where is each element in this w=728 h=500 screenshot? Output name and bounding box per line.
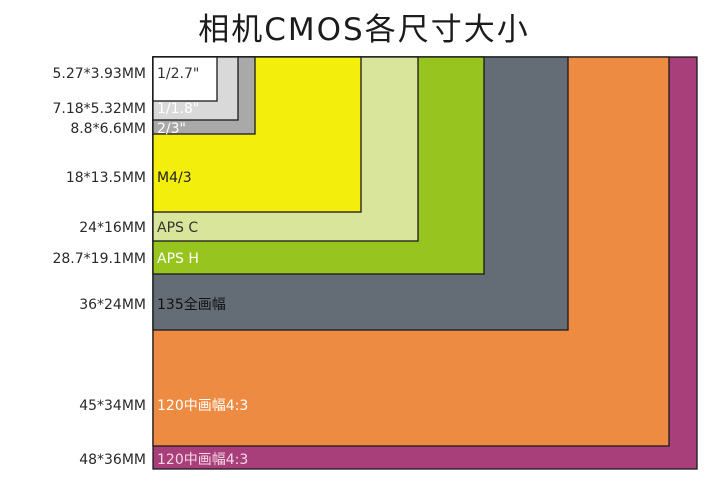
sensor-size-label: 8.8*6.6MM [70, 121, 146, 137]
sensor-size-label: 28.7*19.1MM [52, 251, 146, 267]
diagram-title: 相机CMOS各尺寸大小 [198, 12, 530, 48]
sensor-format-label: APS C [157, 220, 198, 236]
sensor-format-label: 135全画幅 [157, 296, 226, 313]
sensor-size-label: 24*16MM [79, 220, 146, 236]
sensor-format-label: 120中画幅4:3 [157, 398, 248, 414]
sensor-format-label: APS H [157, 251, 199, 267]
sensor-format-label: 1/1.8" [157, 101, 199, 117]
sensor-size-label: 5.27*3.93MM [52, 66, 146, 82]
sensor-format-label: 120中画幅4:3 [157, 452, 248, 468]
sensor-size-label: 45*34MM [79, 398, 146, 414]
sensor-size-label: 48*36MM [79, 452, 146, 468]
sensor-format-label: 1/2.7" [157, 66, 199, 82]
sensor-format-label: 2/3" [157, 121, 186, 137]
sensor-format-label: M4/3 [157, 170, 192, 186]
sensor-size-label: 18*13.5MM [66, 170, 146, 186]
sensor-rect [152, 56, 218, 102]
sensor-size-label: 36*24MM [79, 297, 146, 313]
sensor-size-label: 7.18*5.32MM [52, 101, 146, 117]
